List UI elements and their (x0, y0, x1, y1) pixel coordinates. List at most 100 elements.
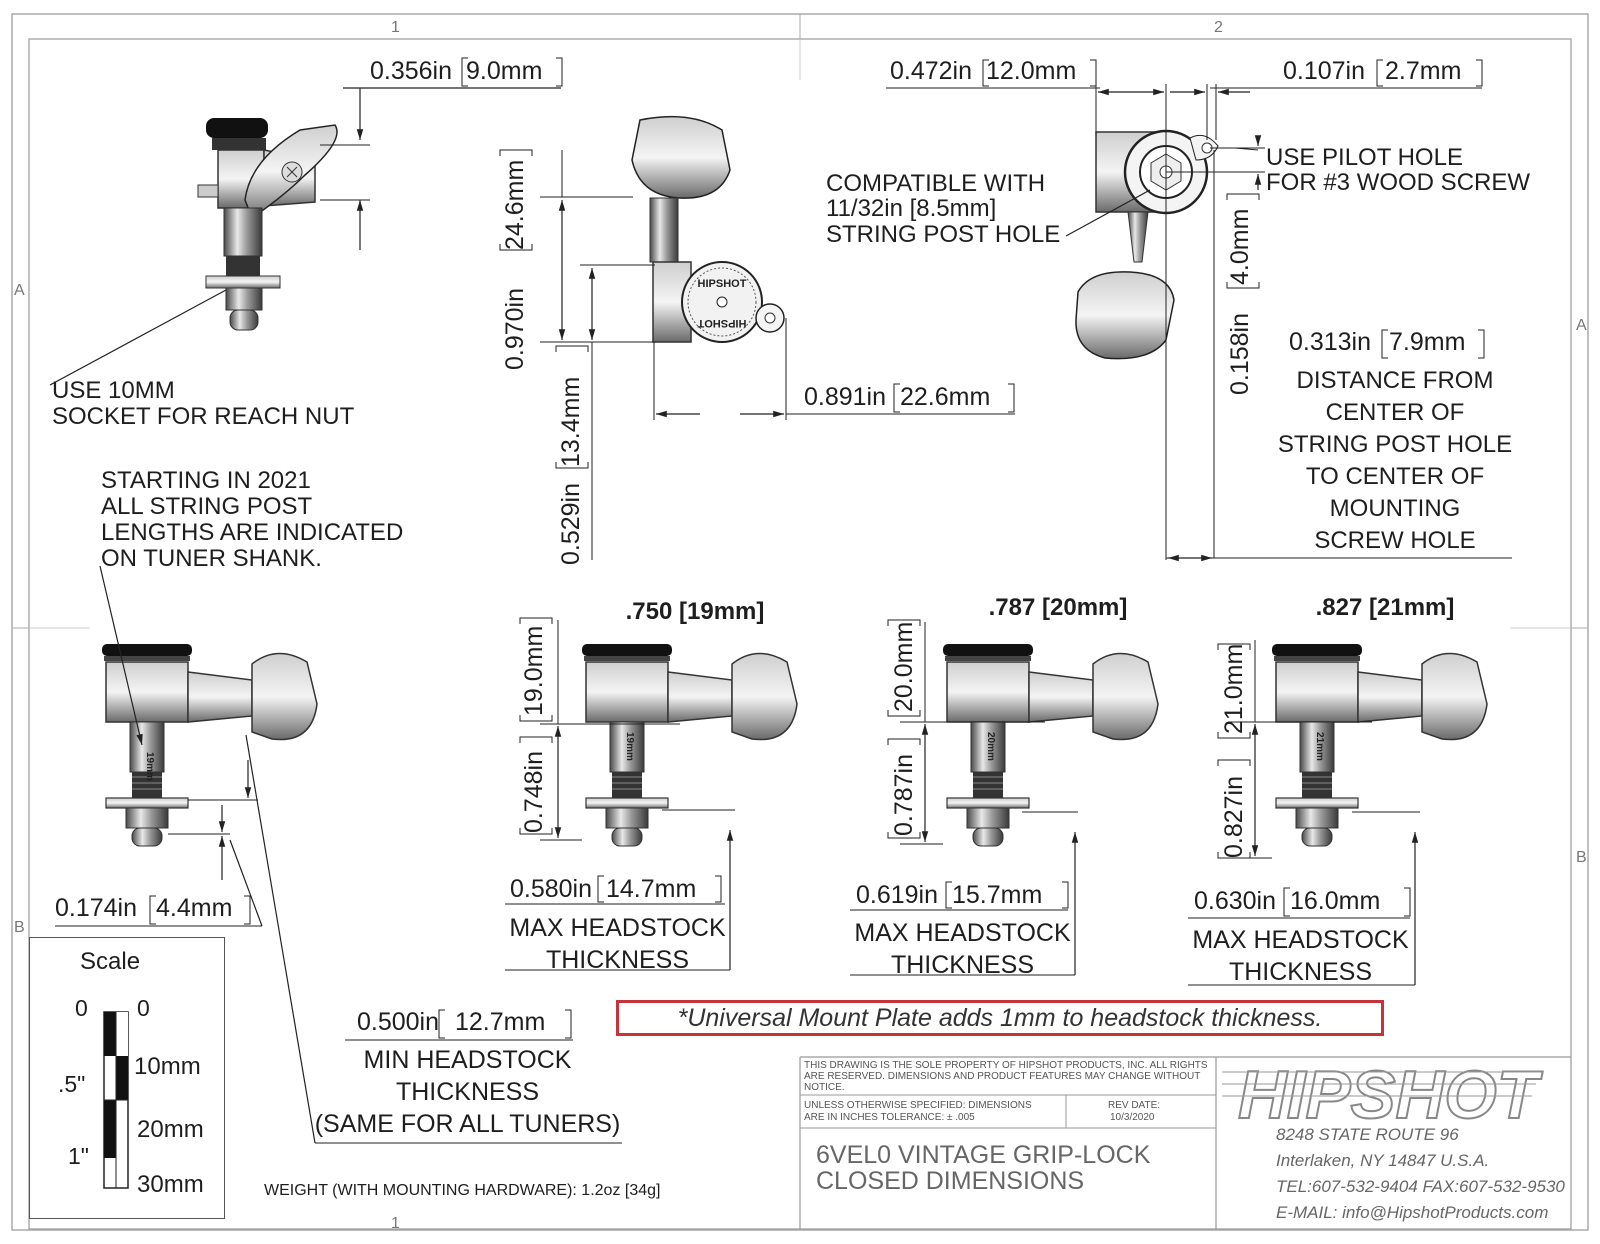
scale-mm-30: 30mm (137, 1171, 204, 1198)
zone-label-1: 1 (391, 19, 400, 36)
tuner-iso-view (197, 118, 338, 331)
dim-height-lower-in: 0.529in (557, 482, 585, 565)
dim-top-width-mm: 12.0mm (986, 57, 1077, 85)
dim-height-lower-mm: 13.4mm (557, 376, 585, 467)
variant-3-max-in: 0.630in (1194, 887, 1277, 915)
zone-label-a: A (14, 282, 25, 299)
zone-label-2: 2 (1214, 19, 1223, 36)
address-line-2: Interlaken, NY 14847 U.S.A. (1276, 1151, 1490, 1170)
svg-text:19mm: 19mm (144, 752, 155, 781)
variant-1-label-1: MAX HEADSTOCK (509, 914, 726, 942)
note-2021-3: LENGTHS ARE INDICATED (101, 519, 404, 546)
drawing-title-1: 6VEL0 VINTAGE GRIP-LOCK (816, 1141, 1151, 1169)
tolerance-line-1: UNLESS OTHERWISE SPECIFIED: DIMENSIONS (804, 1100, 1032, 1111)
address-line-3: TEL:607-532-9404 FAX:607-532-9530 (1276, 1177, 1565, 1196)
tuner-variant-1 (581, 643, 798, 847)
variant-1-post-in: 0.748in (520, 750, 548, 833)
note-2021-4: ON TUNER SHANK. (101, 545, 322, 572)
note-min-headstock-1: MIN HEADSTOCK (363, 1046, 572, 1074)
tuner-side-view: HIPSHOT HIPSHOT (631, 115, 785, 343)
note-distance-5: MOUNTING (1329, 495, 1461, 522)
tolerance-line-2: ARE IN INCHES TOLERANCE: ± .005 (804, 1112, 975, 1123)
variant-2-title: .787 [20mm] (988, 594, 1128, 621)
scale-inch-0: 0 (75, 995, 88, 1021)
note-min-headstock-3: (SAME FOR ALL TUNERS) (314, 1110, 621, 1138)
dim-side-width-in: 0.891in (804, 383, 887, 411)
note-socket-2: SOCKET FOR REACH NUT (52, 403, 355, 430)
dim-min-headstock-in: 0.500in (357, 1008, 440, 1036)
variant-3-post-in: 0.827in (1220, 775, 1248, 858)
variant-1-label-2: THICKNESS (545, 946, 690, 974)
zone-label-1-bottom: 1 (391, 1215, 400, 1232)
note-compatible-2: 11/32in [8.5mm] (826, 195, 997, 222)
property-line-1: THIS DRAWING IS THE SOLE PROPERTY OF HIP… (804, 1060, 1208, 1071)
dim-top-left-mm: 9.0mm (466, 57, 543, 85)
title-block (799, 1056, 1571, 1229)
variant-1-post-mm: 19.0mm (520, 625, 548, 716)
note-distance-1: DISTANCE FROM (1296, 367, 1494, 394)
variant-3-post-mm: 21.0mm (1220, 643, 1248, 734)
note-pilot-2: FOR #3 WOOD SCREW (1266, 169, 1531, 196)
tuner-logo-text: HIPSHOT (698, 278, 747, 290)
tuner-bottom-left (101, 643, 318, 847)
tuner-top-view (1075, 129, 1219, 360)
variant-2-max-mm: 15.7mm (952, 881, 1043, 909)
variant-3-title: .827 [21mm] (1315, 594, 1455, 621)
zone-label-b: B (14, 919, 25, 936)
variant-2-label-1: MAX HEADSTOCK (854, 919, 1071, 947)
property-line-3: NOTICE. (804, 1082, 845, 1093)
note-pilot-1: USE PILOT HOLE (1266, 144, 1463, 171)
scale-inch-1: 1" (68, 1143, 89, 1169)
dim-min-headstock-mm: 12.7mm (455, 1008, 546, 1036)
scale-mm-20: 20mm (137, 1116, 204, 1143)
address-line-4: E-MAIL: info@HipshotProducts.com (1276, 1203, 1549, 1222)
dim-pilot-offset-in: 0.107in (1283, 57, 1366, 85)
note-compatible-3: STRING POST HOLE (826, 221, 1061, 248)
hipshot-logo: HIPSHOT (1222, 1056, 1544, 1134)
variant-2-max-in: 0.619in (856, 881, 939, 909)
scale-box (29, 937, 225, 1219)
scale-mm-10: 10mm (134, 1053, 201, 1080)
note-distance-3: STRING POST HOLE (1277, 431, 1513, 458)
dim-center-distance-in: 0.313in (1289, 328, 1372, 356)
scale-bar (103, 1011, 129, 1189)
scale-title: Scale (80, 948, 141, 975)
note-distance-2: CENTER OF (1325, 399, 1465, 426)
dim-side-width-mm: 22.6mm (900, 383, 991, 411)
note-socket-1: USE 10MM (52, 377, 175, 404)
dim-pilot-offset-mm: 2.7mm (1385, 57, 1462, 85)
drawing-title-2: CLOSED DIMENSIONS (816, 1167, 1085, 1195)
svg-text:HIPSHOT: HIPSHOT (697, 317, 746, 329)
variant-3-max-mm: 16.0mm (1290, 887, 1381, 915)
variant-1-title: .750 [19mm] (625, 598, 765, 625)
dim-plate-mm: 4.4mm (156, 894, 233, 922)
tuner-variant-3 (1271, 643, 1488, 847)
dim-pilot-height-mm: 4.0mm (1226, 208, 1254, 285)
note-2021-2: ALL STRING POST (101, 493, 313, 520)
dim-top-width-in: 0.472in (890, 57, 973, 85)
tuner-variant-2 (942, 643, 1159, 847)
note-distance-4: TO CENTER OF (1305, 463, 1485, 490)
weight-note: WEIGHT (WITH MOUNTING HARDWARE): 1.2oz [… (264, 1182, 661, 1199)
variant-1-max-mm: 14.7mm (606, 875, 697, 903)
address-line-1: 8248 STATE ROUTE 96 (1276, 1125, 1459, 1144)
zone-label-a-right: A (1576, 317, 1587, 334)
dim-center-distance-mm: 7.9mm (1389, 328, 1466, 356)
dim-plate-in: 0.174in (55, 894, 138, 922)
dim-height-upper-mm: 24.6mm (501, 159, 529, 250)
variant-3-label-2: THICKNESS (1228, 958, 1373, 986)
svg-text:HIPSHOT: HIPSHOT (1238, 1057, 1543, 1133)
variant-2-post-in: 0.787in (890, 753, 918, 836)
dim-top-left-in: 0.356in (370, 57, 453, 85)
note-min-headstock-2: THICKNESS (395, 1078, 540, 1106)
note-distance-6: SCREW HOLE (1314, 527, 1476, 554)
variant-3-label-1: MAX HEADSTOCK (1192, 926, 1409, 954)
scale-inch-half: .5" (58, 1071, 86, 1097)
scale-mm-0: 0 (137, 995, 150, 1021)
variant-2-label-2: THICKNESS (890, 951, 1035, 979)
dim-height-upper-in: 0.970in (501, 287, 529, 370)
note-compatible-1: COMPATIBLE WITH (826, 170, 1046, 197)
rev-date-label: REV DATE: (1108, 1100, 1161, 1111)
rev-date-value: 10/3/2020 (1110, 1112, 1155, 1123)
